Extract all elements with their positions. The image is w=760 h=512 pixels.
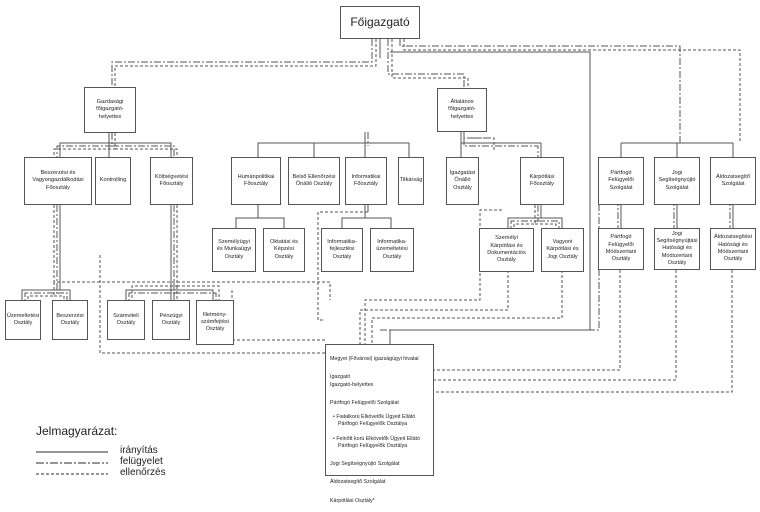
foigazgato-box: Főigazgató — [340, 6, 420, 39]
szemelyugyi-box: Személyügyi és Munkaügyi Osztály — [212, 228, 256, 272]
jogi-modszertani-box: Jogi Segítségnyújtási Hatósági és Módsze… — [654, 228, 700, 270]
county-title: Megyei (Fővárosi) igazságügyi hivatal — [330, 356, 419, 363]
legend-iranyitas: irányítás — [120, 445, 158, 456]
county-leaders: Igazgató Igazgató-helyettes — [330, 374, 374, 388]
oktatasi-box: Oktatási és Képzési Osztály — [263, 228, 305, 272]
titkarsag-box: Titkárság — [398, 157, 424, 205]
uzemeltetesi-box: Üzemeltetési Osztály — [5, 300, 41, 340]
karpotlasi-foosztaly-box: Kárpótlási Főosztály — [520, 157, 564, 205]
county-aldozat: Áldozatsegítő Szolgálat — [330, 479, 386, 486]
jogi-segitsegnyujto-box: Jogi Segítségnyújtó Szolgálat — [654, 157, 700, 205]
partfogo-modszertani-box: Pártfogó Felügyelői Módszertani Osztály — [598, 228, 644, 270]
county-partfogo-title: Pártfogó Felügyelői Szolgálat — [330, 399, 399, 406]
szamviteli-box: Számviteli Osztály — [107, 300, 145, 340]
county-karpotlasi: Kárpótlási Osztály* — [330, 497, 375, 504]
koltsegvetesi-foosztaly-box: Költségvetési Főosztály — [150, 157, 193, 205]
gazdasagi-helyettes-box: Gazdasági főigazgató- helyettes — [84, 87, 136, 133]
igazgatasi-box: Igazgatási Önálló Osztály — [446, 157, 479, 205]
aldozatsegito-box: Áldozatsegítő Szolgálat — [710, 157, 756, 205]
county-partfogo-item: • Fiatalkorú Elkövetők Ügyeit Ellátó Pár… — [333, 414, 416, 428]
illetmeny-box: Illetmény- számfejtési Osztály — [196, 300, 234, 345]
beszerzesi-foosztaly-box: Beszerzési és Vagyongazdálkodási Főosztá… — [24, 157, 92, 205]
informatikai-foosztaly-box: Informatikai Főosztály — [345, 157, 387, 205]
altalanos-helyettes-box: Általános főigazgató- helyettes — [437, 88, 487, 132]
vagyoni-karpotlasi-box: Vagyoni Kárpótlási és Jogi Osztály — [541, 228, 584, 272]
belso-ellenorzesi-box: Belső Ellenőrzési Önálló Osztály — [288, 157, 340, 205]
partfogo-felugyeloi-box: Pártfogó Felügyelői Szolgálat — [598, 157, 644, 205]
megyei-hivatal-box: Megyei (Fővárosi) igazságügyi hivatal Ig… — [325, 344, 434, 504]
legend-ellenorzes: ellenőrzés — [120, 467, 166, 478]
aldozatsegitesi-modszertani-box: Áldozatsegítési Hatósági és Módszertani … — [710, 228, 756, 270]
county-partfogo-item: • Felnőtt korú Elkövetők Ügyeit Ellátó P… — [333, 435, 420, 449]
connector-lines — [21, 39, 741, 475]
informatika-fejlesztesi-box: Informatika- fejlesztési Osztály — [321, 228, 363, 272]
legend-title: Jelmagyarázat: — [36, 424, 118, 438]
county-jogi: Jogi Segítségnyújtó Szolgálat — [330, 460, 400, 467]
legend-felugyelet: felügyelet — [120, 456, 163, 467]
informatika-uzemeltetesi-box: Informatika- üzemeltetési Osztály — [370, 228, 414, 272]
beszerzesi-osztaly-box: Beszerzési Osztály — [52, 300, 88, 340]
humanpolitikai-foosztaly-box: Humánpolitikai Főosztály — [231, 157, 281, 205]
szemelyi-karpotlasi-box: Személyi Kárpótlási és Dokumentációs Osz… — [479, 228, 534, 272]
kontrolling-box: Kontrolling — [95, 157, 131, 205]
penzugyi-box: Pénzügyi Osztály — [152, 300, 190, 340]
